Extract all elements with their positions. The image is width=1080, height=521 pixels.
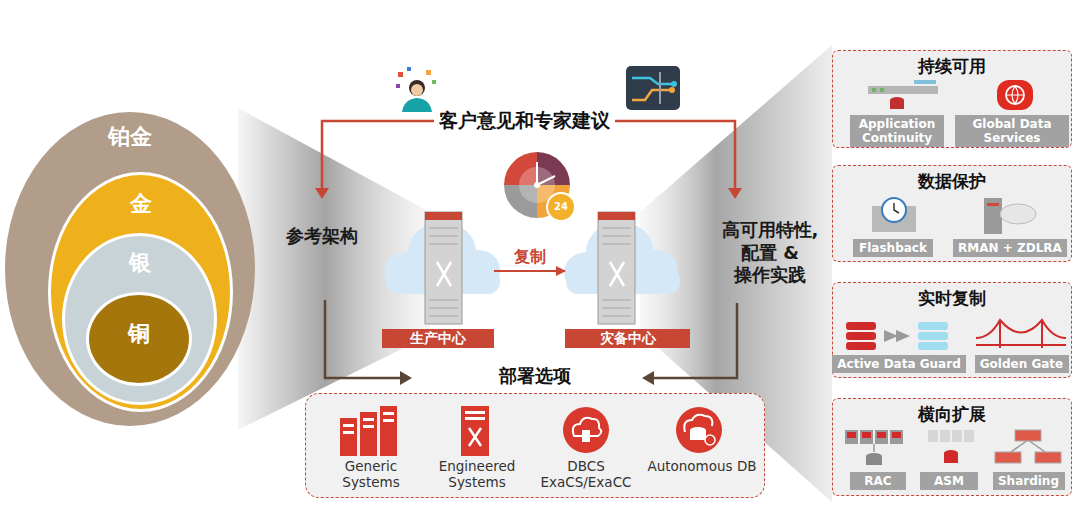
global-data-services-icon	[997, 80, 1033, 110]
feature-panel: 实时复制 Active Data Guard Golden Gate	[832, 282, 1072, 378]
app-continuity-icon	[868, 80, 938, 109]
rman-icon	[984, 198, 1036, 234]
arrow-head	[400, 371, 412, 385]
tier-circle: 铜	[86, 292, 192, 386]
sharding-icon	[995, 430, 1061, 463]
arrow-head	[642, 371, 654, 385]
arrow-head	[315, 188, 329, 199]
replication-arrow	[494, 270, 565, 272]
tier-label: 铂金	[5, 124, 255, 150]
free-label: 客户意见和专家建议	[434, 109, 615, 133]
panel-title: 持续可用	[833, 55, 1071, 77]
feature-tag: RAC	[850, 472, 906, 490]
arrow-head	[728, 188, 742, 199]
tag-label: Sharding	[998, 474, 1059, 488]
free-label: 24	[549, 201, 573, 214]
generic-systems-icon	[340, 406, 397, 456]
panel-title: 实时复制	[833, 287, 1071, 309]
center-bar: 生产中心	[382, 329, 494, 348]
feature-panel: 横向扩展 RAC ASM Sharding	[832, 398, 1072, 496]
tier-circle: 金银铜	[48, 172, 233, 412]
dr-server	[564, 212, 680, 324]
data-center: 灾备中心	[565, 208, 690, 348]
option-label: Engineered Systems	[427, 458, 527, 490]
tag-label: RAC	[864, 474, 891, 488]
tier-label: 银	[65, 250, 214, 276]
left-funnel	[238, 108, 430, 430]
feature-tag: Application Continuity	[850, 115, 944, 147]
tag-label: Global Data Services	[955, 117, 1069, 145]
option-label: Autonomous DB	[639, 458, 765, 474]
tag-label: ASM	[934, 474, 964, 488]
tag-label: RMAN + ZDLRA	[958, 241, 1062, 255]
golden-gate-icon	[976, 320, 1066, 348]
circuit-icon	[626, 66, 680, 110]
rac-icon	[845, 430, 903, 465]
autonomous-db-icon	[676, 407, 722, 453]
dbcs-icon	[563, 407, 609, 453]
asm-icon	[928, 430, 974, 463]
feature-tag: Active Data Guard	[832, 355, 966, 373]
tag-label: Application Continuity	[850, 117, 944, 145]
feature-tag: RMAN + ZDLRA	[953, 239, 1067, 257]
tier-label: 铜	[89, 321, 189, 347]
feature-tag: Sharding	[993, 472, 1065, 490]
feature-panel: 持续可用 Application Continuity Global Data Se…	[832, 50, 1072, 148]
active-data-guard-icon	[846, 322, 948, 350]
panel-title: 部署选项	[306, 364, 764, 388]
data-center: 生产中心	[382, 208, 494, 348]
free-label: 高可用特性, 配置 & 操作实践	[714, 219, 826, 287]
option-label: DBCS ExaCS/ExaCC	[534, 458, 638, 490]
center-bar: 灾备中心	[565, 329, 690, 348]
tier-circle: 铂金金银铜	[5, 112, 255, 426]
tag-label: Flashback	[859, 241, 927, 255]
feature-tag: Flashback	[853, 239, 933, 257]
production-server	[384, 212, 500, 324]
panel-title: 数据保护	[833, 170, 1071, 192]
free-label: 参考架构	[286, 225, 358, 248]
edge-label: 复制	[514, 247, 546, 267]
panel-title: 横向扩展	[833, 403, 1071, 425]
clock-icon	[504, 152, 575, 221]
feature-tag: Global Data Services	[955, 115, 1069, 147]
tier-circle: 银铜	[62, 233, 217, 405]
tag-label: Active Data Guard	[837, 357, 960, 371]
deploy-panel: 部署选项Generic SystemsEngineered SystemsDBC…	[305, 393, 765, 498]
option-label: Generic Systems	[321, 458, 421, 490]
feature-panel: 数据保护 Flashback RMAN + ZDLRA	[832, 165, 1072, 262]
flashback-icon	[872, 198, 916, 232]
feature-tag: ASM	[920, 472, 978, 490]
engineered-systems-icon	[461, 406, 489, 456]
tier-label: 金	[51, 191, 230, 217]
feature-tag: Golden Gate	[975, 355, 1069, 373]
person-icon	[396, 67, 436, 112]
tag-label: Golden Gate	[980, 357, 1063, 371]
